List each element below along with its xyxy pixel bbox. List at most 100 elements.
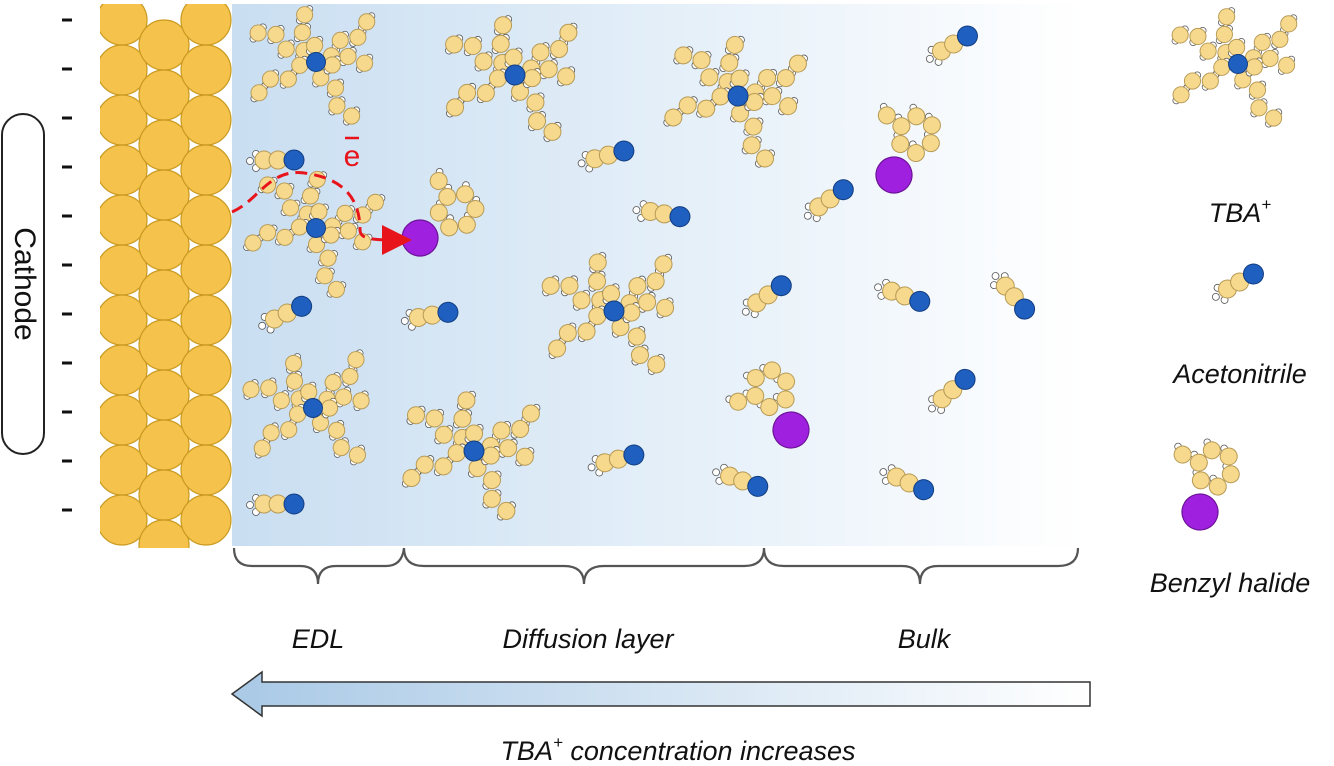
- nitrogen-atom: [303, 398, 323, 418]
- electrode-atom: [180, 344, 232, 396]
- carbon-atom: [1278, 56, 1296, 74]
- carbon-atom: [511, 419, 530, 438]
- carbon-atom: [1171, 26, 1189, 44]
- acetonitrile-molecule: [577, 140, 635, 173]
- hydrogen-atom: [1211, 292, 1220, 301]
- carbon-atom: [358, 13, 376, 31]
- carbon-atom: [499, 439, 518, 458]
- carbon-atom: [729, 392, 748, 411]
- electrode-atom: [96, 194, 148, 246]
- electrode-atom: [96, 244, 148, 296]
- charge-ticks: [62, 18, 72, 512]
- hydrogen-atom: [925, 54, 934, 63]
- legend-benzyl-label: Benzyl halide: [1150, 568, 1311, 598]
- carbon-atom: [458, 83, 477, 102]
- carbon-atom: [260, 379, 278, 397]
- carbon-atom: [922, 116, 941, 135]
- carbon-atom: [259, 224, 277, 242]
- carbon-atom: [630, 346, 649, 365]
- nitrogen-atom: [1228, 54, 1248, 74]
- carbon-atom: [550, 40, 569, 59]
- region-braces: [232, 547, 1080, 585]
- hydrogen-atom: [587, 463, 596, 472]
- carbon-atom: [497, 501, 516, 520]
- carbon-atom: [559, 23, 578, 42]
- caption-rest: concentration increases: [563, 736, 856, 766]
- tba-cation: [401, 390, 541, 521]
- carbon-atom: [763, 361, 782, 380]
- carbon-atom: [434, 457, 453, 476]
- carbon-atom: [1213, 58, 1231, 76]
- electrode-atom: [138, 169, 190, 221]
- carbon-atom: [891, 135, 910, 154]
- carbon-atom: [457, 215, 476, 234]
- carbon-atom: [744, 117, 763, 136]
- carbon-atom: [323, 56, 341, 74]
- carbon-atom: [366, 193, 384, 211]
- carbon-atom: [249, 24, 267, 42]
- carbon-atom: [647, 355, 666, 374]
- acetonitrile-molecule: [925, 25, 978, 66]
- electrode-atom: [138, 469, 190, 521]
- carbon-atom: [285, 372, 304, 390]
- carbon-atom: [354, 233, 372, 251]
- carbon-atom: [674, 46, 693, 65]
- electrode-atom: [180, 244, 232, 296]
- carbon-atom: [339, 222, 357, 240]
- carbon-atom: [281, 199, 300, 217]
- carbon-atom: [277, 40, 295, 58]
- carbon-atom: [877, 106, 896, 125]
- carbon-atom: [291, 56, 309, 74]
- carbon-atom: [1199, 42, 1217, 60]
- carbon-atom: [438, 187, 457, 206]
- electrode-atom: [96, 94, 148, 146]
- carbon-atom: [319, 249, 337, 267]
- nitrogen-atom: [1242, 263, 1264, 285]
- halide-atom: [875, 156, 913, 194]
- carbon-atom: [352, 392, 370, 410]
- electron-symbol: e: [344, 140, 361, 173]
- carbon-atom: [543, 122, 562, 141]
- carbon-atom: [1245, 58, 1263, 76]
- carbon-atom: [267, 25, 285, 44]
- nitrogen-atom: [909, 290, 931, 312]
- carbon-atom: [1215, 25, 1233, 44]
- benzyl-halide-molecule: [1173, 438, 1240, 531]
- carbon-atom: [1183, 72, 1202, 90]
- carbon-atom: [262, 424, 280, 442]
- carbon-atom: [429, 171, 448, 190]
- carbon-atom: [1253, 33, 1271, 51]
- carbon-atom: [746, 369, 765, 388]
- carbon-atom: [1202, 441, 1221, 460]
- carbon-atom: [341, 367, 359, 385]
- nitrogen-atom: [283, 493, 305, 515]
- electrode-atom: [138, 419, 190, 471]
- carbon-atom: [1221, 465, 1240, 484]
- electrode-atom: [96, 144, 148, 196]
- nitrogen-atom: [832, 179, 854, 201]
- tba-cation: [541, 252, 675, 375]
- carbon-atom: [425, 409, 444, 428]
- acetonitrile-molecule: [928, 368, 976, 414]
- carbon-atom: [504, 48, 523, 67]
- edl-brace: [232, 547, 406, 585]
- carbon-atom: [678, 96, 697, 115]
- carbon-atom: [491, 34, 510, 53]
- electrode-mask: [90, 0, 100, 550]
- carbon-atom: [746, 386, 765, 405]
- acetonitrile-molecule: [712, 463, 769, 497]
- benzyl-halide-molecule: [875, 102, 941, 194]
- hydrogen-atom: [400, 317, 409, 325]
- carbon-atom: [521, 404, 540, 423]
- nitrogen-atom: [747, 475, 769, 497]
- concentration-caption: TBA+ concentration increases: [500, 733, 855, 766]
- electrode-atom: [138, 369, 190, 421]
- legend-tba-label: TBA+: [1209, 195, 1272, 228]
- carbon-atom: [440, 218, 459, 237]
- electrode-atom: [138, 119, 190, 171]
- acetonitrile-molecule: [587, 444, 645, 477]
- carbon-atom: [776, 69, 795, 88]
- carbon-atom: [244, 234, 262, 252]
- carbon-atom: [285, 354, 303, 372]
- legend-tba-sup: +: [1261, 195, 1271, 214]
